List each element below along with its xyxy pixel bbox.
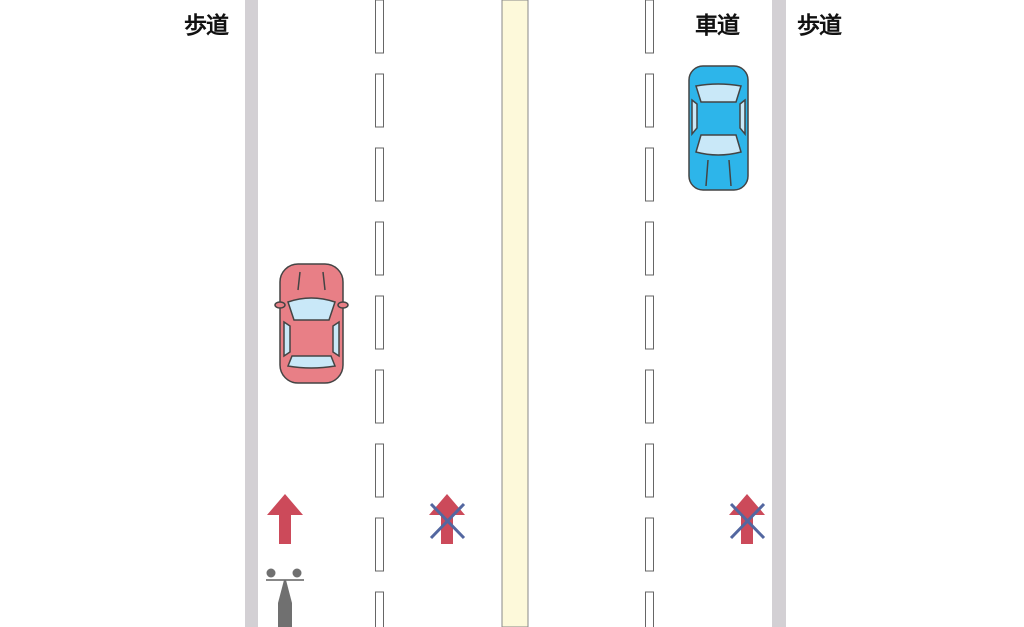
sidewalk-left-label: 歩道 [184,13,229,39]
lane-dash [375,0,384,54]
lane-dash [375,147,384,202]
bicycle-icon [266,568,304,627]
left-curb [245,0,258,627]
blue-car [688,65,749,191]
lane-dash [645,0,654,54]
lane-dash [645,517,654,572]
lane-dash [375,221,384,276]
lane-dash [645,73,654,128]
red-car [274,263,349,384]
lane-dash [645,369,654,424]
lane-dash [645,443,654,498]
lane-dash [375,369,384,424]
lane-dash [375,443,384,498]
lane-dash [645,295,654,350]
sidewalk-right-label: 歩道 [797,13,842,39]
lane-dash [375,591,384,627]
crossed-arrow-icon [729,494,766,544]
lane-dash [645,221,654,276]
lane-dashes [375,0,654,627]
lane-dash [375,73,384,128]
lane-dash [645,591,654,627]
center-line [501,0,529,627]
lane-dash [375,295,384,350]
right-curb [772,0,786,627]
crossed-arrow-icon [429,494,466,544]
lane-dash [645,147,654,202]
lane-dash [375,517,384,572]
arrow-up-icon [267,494,303,544]
roadway-label: 車道 [695,13,740,39]
